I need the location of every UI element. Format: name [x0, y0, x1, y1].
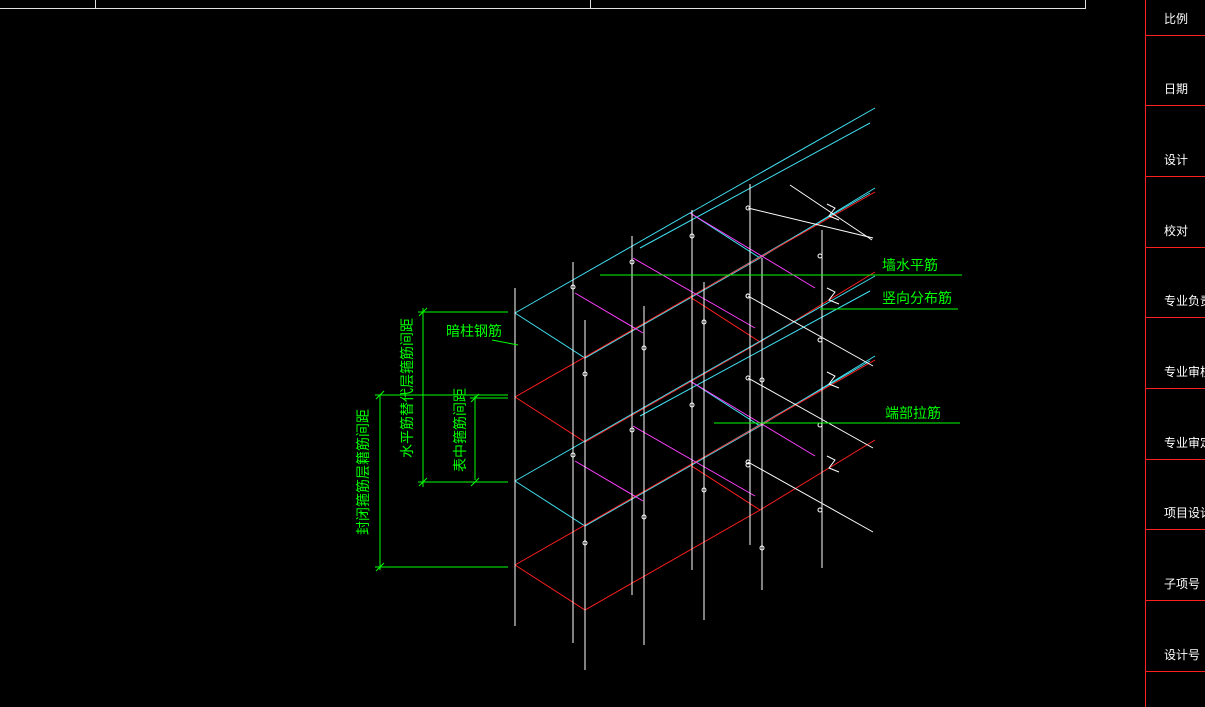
- bar-node: [745, 205, 751, 211]
- bar-node: [701, 487, 707, 493]
- label-dim-middle: 水平筋替代层箍筋间距: [399, 318, 416, 458]
- label-vertical-distribution: 竖向分布筋: [882, 290, 952, 307]
- strip-divider: [95, 0, 96, 9]
- title-cell: 比例: [1146, 0, 1205, 36]
- bar-node: [570, 284, 576, 290]
- vertical-distribution-bar: [747, 461, 874, 533]
- bar-node: [817, 253, 823, 259]
- title-cell: 专业负责: [1146, 248, 1205, 318]
- break-mark: [826, 371, 840, 389]
- tie-bar: [689, 380, 816, 457]
- title-cell-label: 专业审核: [1164, 365, 1205, 379]
- vertical-distribution-bar: [747, 377, 874, 449]
- label-dim-outer: 封闭箍筋层籍筋间距: [355, 409, 372, 535]
- bar-node: [629, 259, 635, 265]
- wall-horizontal-layer: [689, 107, 876, 214]
- title-cell: 校对: [1146, 178, 1205, 248]
- bar-node: [745, 462, 751, 468]
- title-strip: [0, 0, 1086, 9]
- hidden-column-hoop: [689, 191, 876, 298]
- bar-node: [817, 422, 823, 428]
- title-block: 比例 日期 设计 校对 专业负责 专业审核 专业审定 项目设计 子项号 设计号: [1145, 0, 1205, 707]
- title-cell-label: 项目设计: [1164, 506, 1205, 520]
- bar-node: [689, 233, 695, 239]
- dim-tick: [418, 307, 428, 317]
- bar-node: [759, 377, 765, 383]
- wall-horizontal-layer: [514, 380, 761, 527]
- bar-node: [582, 540, 588, 546]
- bar-node: [817, 507, 823, 513]
- hidden-column-hoop: [689, 359, 876, 466]
- dim-tick: [418, 477, 428, 487]
- dim-tick: [470, 477, 480, 487]
- title-cell: 子项号: [1146, 531, 1205, 601]
- wall-horizontal-layer: [639, 122, 871, 249]
- title-cell-label: 专业负责: [1164, 294, 1205, 308]
- bar-node: [745, 293, 751, 299]
- bar-node: [641, 514, 647, 520]
- label-dim-inner: 表中箍筋间距: [452, 388, 469, 472]
- hidden-column-hoop: [759, 439, 876, 511]
- wall-horizontal-layer: [514, 212, 761, 359]
- title-cell-label: 日期: [1164, 82, 1189, 96]
- bar-node: [745, 459, 751, 465]
- bar-node: [817, 337, 823, 343]
- bar-node: [570, 452, 576, 458]
- title-cell-label: 专业审定: [1164, 436, 1205, 450]
- title-cell: 日期: [1146, 36, 1205, 106]
- dim-tick: [375, 562, 385, 572]
- hidden-column-hoop: [514, 296, 761, 443]
- strip-divider: [590, 0, 591, 9]
- title-cell: 项目设计: [1146, 460, 1205, 530]
- break-mark: [826, 203, 840, 221]
- bar-node: [641, 345, 647, 351]
- bar-node: [701, 319, 707, 325]
- title-cell-label: 设计: [1164, 153, 1189, 167]
- tie-bar: [689, 212, 816, 289]
- dim-tick: [375, 390, 385, 400]
- title-cell: 专业审定: [1146, 390, 1205, 460]
- label-end-tie: 端部拉筋: [885, 405, 941, 422]
- title-cell: 设计号: [1146, 602, 1205, 672]
- title-cell-label: 设计号: [1164, 648, 1201, 662]
- vertical-distribution-bar: [747, 207, 874, 239]
- break-mark: [826, 287, 840, 305]
- bar-node: [759, 545, 765, 551]
- title-cell-label: 子项号: [1164, 577, 1201, 591]
- tie-bar: [632, 425, 756, 497]
- dim-tick: [470, 393, 480, 403]
- bar-node: [582, 371, 588, 377]
- title-cell-label: 校对: [1164, 224, 1189, 238]
- break-mark: [826, 455, 840, 473]
- leader-hidden-column: [491, 339, 519, 346]
- label-hidden-column: 暗柱钢筋: [446, 323, 502, 340]
- wall-horizontal-layer: [639, 290, 871, 417]
- title-cell-label: 比例: [1164, 12, 1189, 26]
- vertical-distribution-bar: [789, 184, 873, 241]
- tie-bar: [632, 257, 756, 329]
- bar-node: [689, 402, 695, 408]
- label-wall-horizontal: 墙水平筋: [882, 257, 938, 274]
- wall-horizontal-layer: [689, 275, 876, 382]
- title-cell: 设计: [1146, 107, 1205, 177]
- bar-node: [745, 375, 751, 381]
- vertical-distribution-bar: [747, 295, 874, 367]
- bar-node: [629, 427, 635, 433]
- title-cell: 专业审核: [1146, 319, 1205, 389]
- hidden-column-hoop: [514, 464, 761, 611]
